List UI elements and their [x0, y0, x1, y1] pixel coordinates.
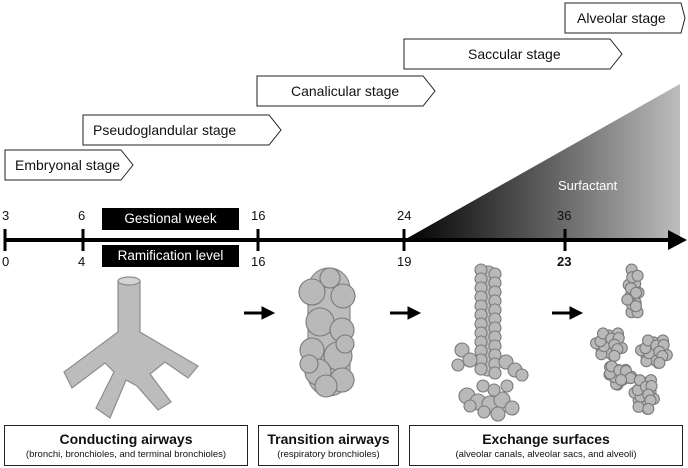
alveolus-bubble	[476, 379, 490, 393]
alveolus-bubble	[500, 379, 514, 393]
airway-title: Conducting airways	[59, 431, 193, 447]
alveolus-bubble	[615, 373, 628, 386]
alveolus-bubble	[474, 362, 488, 376]
ramification-level-label: Ramification level	[102, 245, 239, 267]
stage-label: Canalicular stage	[291, 83, 400, 99]
stage-label: Embryonal stage	[15, 157, 121, 173]
airway-title: Exchange surfaces	[482, 431, 610, 447]
alveolar-sacs-illustration	[590, 263, 673, 415]
transition-airways-box: Transition airways (respiratory bronchio…	[258, 425, 399, 466]
alveolus-bubble	[515, 368, 529, 382]
alveolus-bubble	[642, 402, 655, 415]
alveolus-bubble	[488, 366, 502, 380]
stage-label: Saccular stage	[468, 46, 561, 62]
stage-label: Alveolar stage	[577, 10, 666, 26]
level-value: 16	[251, 254, 266, 269]
surfactant-label: Surfactant	[558, 178, 618, 193]
alveolus-bubble	[490, 406, 506, 422]
alveolus-bubble	[314, 374, 338, 398]
stage-label: Pseudoglandular stage	[93, 122, 237, 138]
week-value: 3	[2, 208, 10, 223]
surfactant-wedge	[404, 84, 680, 240]
alveolus-bubble	[335, 334, 355, 354]
alveolus-bubble	[631, 269, 644, 282]
week-value: 6	[78, 208, 86, 223]
alveolus-bubble	[629, 300, 642, 313]
timeline-axis	[3, 229, 687, 251]
airway-subtitle: (alveolar canals, alveolar sacs, and alv…	[455, 449, 637, 460]
flow-arrows	[244, 306, 584, 320]
alveolus-bubble	[630, 286, 643, 299]
alveolus-bubble	[477, 405, 491, 419]
airway-subtitle: (bronchi, bronchioles, and terminal bron…	[25, 449, 227, 460]
alveolar-canal-illustration	[451, 263, 529, 422]
week-value: 36	[557, 208, 572, 223]
alveolus-bubble	[621, 293, 634, 306]
alveolus-bubble	[504, 400, 520, 416]
level-value: 0	[2, 254, 10, 269]
exchange-surfaces-box: Exchange surfaces (alveolar canals, alve…	[409, 425, 683, 466]
conducting-airways-box: Conducting airways (bronchi, bronchioles…	[4, 425, 248, 466]
alveolus-bubble	[487, 383, 501, 397]
level-value: 19	[397, 254, 412, 269]
alveolus-bubble	[653, 356, 666, 369]
alveolus-bubble	[608, 349, 621, 362]
airway-subtitle: (respiratory bronchioles)	[277, 449, 380, 460]
alveolus-bubble	[462, 352, 478, 368]
week-value: 16	[251, 208, 266, 223]
alveolus-bubble	[298, 278, 326, 306]
level-value: 4	[78, 254, 86, 269]
alveolus-bubble	[319, 267, 341, 289]
alveolus-bubble	[632, 400, 645, 413]
alveolus-bubble	[454, 342, 470, 358]
respiratory-bronchiole-illustration	[298, 267, 356, 398]
airway-title: Transition airways	[267, 431, 390, 447]
gestational-week-label: Gestional week	[102, 208, 239, 230]
alveolus-bubble	[330, 283, 356, 309]
alveolus-bubble	[451, 358, 465, 372]
bronchial-tree-illustration	[63, 276, 199, 419]
week-value: 24	[397, 208, 412, 223]
level-value: 23	[557, 254, 572, 269]
alveolus-bubble	[463, 399, 477, 413]
alveolus-bubble	[299, 354, 319, 374]
